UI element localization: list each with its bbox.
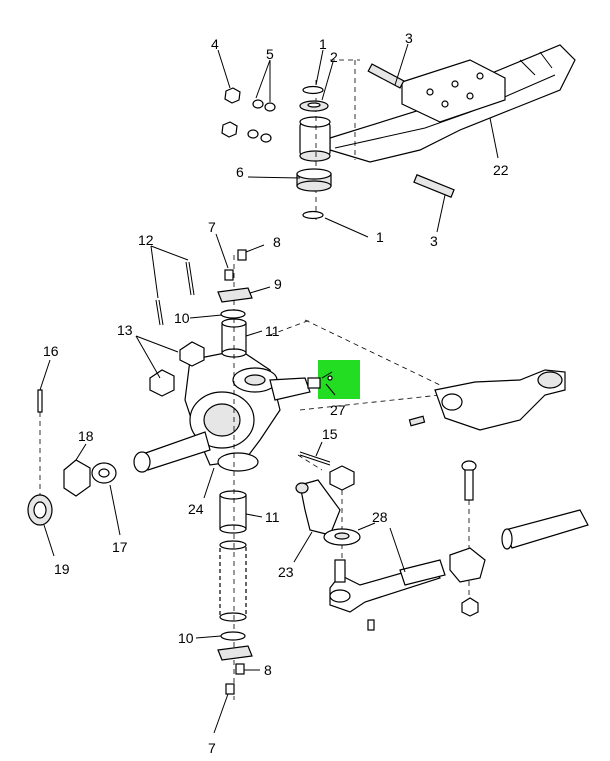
clamp — [449, 547, 486, 583]
callout-22: 22 — [493, 162, 509, 178]
callout-17: 17 — [112, 539, 128, 555]
callout-4: 4 — [211, 36, 219, 52]
cotter-pins — [155, 261, 195, 326]
callout-9: 9 — [274, 276, 282, 292]
king-pin — [219, 540, 247, 622]
tie-rod-28 — [329, 559, 446, 613]
callout-6: 6 — [236, 164, 244, 180]
callout-13: 13 — [117, 322, 133, 338]
callout-11-bottom: 11 — [265, 509, 280, 525]
screw-8-lower — [235, 663, 245, 675]
screw-8-upper — [237, 249, 247, 261]
washer-tie-rod — [323, 528, 361, 546]
callout-16: 16 — [43, 343, 59, 359]
u-bolt-lower — [413, 174, 455, 198]
callout-19: 19 — [54, 561, 70, 577]
fitting-7-lower — [225, 683, 235, 695]
axle-end-boss — [299, 116, 331, 162]
callout-10-top: 10 — [174, 310, 190, 326]
callout-5: 5 — [266, 46, 274, 62]
bushing-lower — [219, 490, 247, 534]
callout-3-top: 3 — [405, 30, 413, 46]
clamp-nut — [461, 597, 479, 617]
grease-fitting-27 — [307, 371, 333, 389]
tie-rod-end-23 — [295, 479, 341, 536]
leader-lines — [39, 43, 499, 734]
callout-3-bottom: 3 — [430, 233, 438, 249]
callout-15: 15 — [322, 426, 338, 442]
u-bolt-upper — [367, 63, 405, 89]
o-ring-10-upper — [220, 309, 246, 319]
nuts-washers — [221, 87, 276, 143]
spring-pad — [401, 59, 506, 123]
fitting-7-upper — [224, 269, 234, 281]
highlight-box-27 — [318, 360, 360, 399]
o-ring-10-lower — [220, 631, 246, 641]
tube — [501, 509, 589, 550]
cotter-pin-15 — [299, 451, 331, 466]
cap-9 — [217, 287, 253, 303]
callout-7-bottom: 7 — [208, 740, 216, 756]
o-ring-top — [302, 85, 324, 95]
spacer-6 — [296, 168, 332, 192]
key-small — [408, 415, 426, 427]
callout-labels: 1 2 3 4 5 6 1 3 22 7 8 12 9 10 11 13 16 … — [43, 30, 509, 756]
cap-lower — [217, 645, 253, 661]
callout-24: 24 — [188, 501, 204, 517]
callout-10-bottom: 10 — [178, 630, 194, 646]
spindle — [133, 431, 211, 473]
callout-11-top: 11 — [265, 323, 280, 339]
washer-17 — [91, 462, 117, 484]
tie-rod-grease-fitting — [367, 619, 375, 631]
pin-16 — [37, 389, 43, 413]
callout-7-top: 7 — [208, 219, 216, 235]
nuts-13 — [149, 341, 205, 397]
nut-18 — [63, 459, 91, 497]
castle-nut-19 — [27, 494, 53, 526]
callout-1-bottom: 1 — [376, 229, 384, 245]
callout-12: 12 — [138, 232, 154, 248]
o-ring-bottom — [302, 210, 324, 220]
steering-knuckle — [184, 349, 311, 472]
callout-18: 18 — [78, 428, 94, 444]
castle-nut-tie-rod — [329, 465, 355, 491]
callout-8-top: 8 — [273, 234, 281, 250]
callout-27: 27 — [330, 402, 346, 418]
callout-2: 2 — [330, 49, 338, 65]
callout-8-bottom: 8 — [264, 662, 272, 678]
steering-arm — [434, 369, 566, 431]
callout-28: 28 — [372, 509, 388, 525]
callout-23: 23 — [278, 564, 294, 580]
bolt-clamp — [461, 460, 477, 501]
thrust-washer — [299, 100, 329, 112]
callout-1-top: 1 — [319, 36, 327, 52]
